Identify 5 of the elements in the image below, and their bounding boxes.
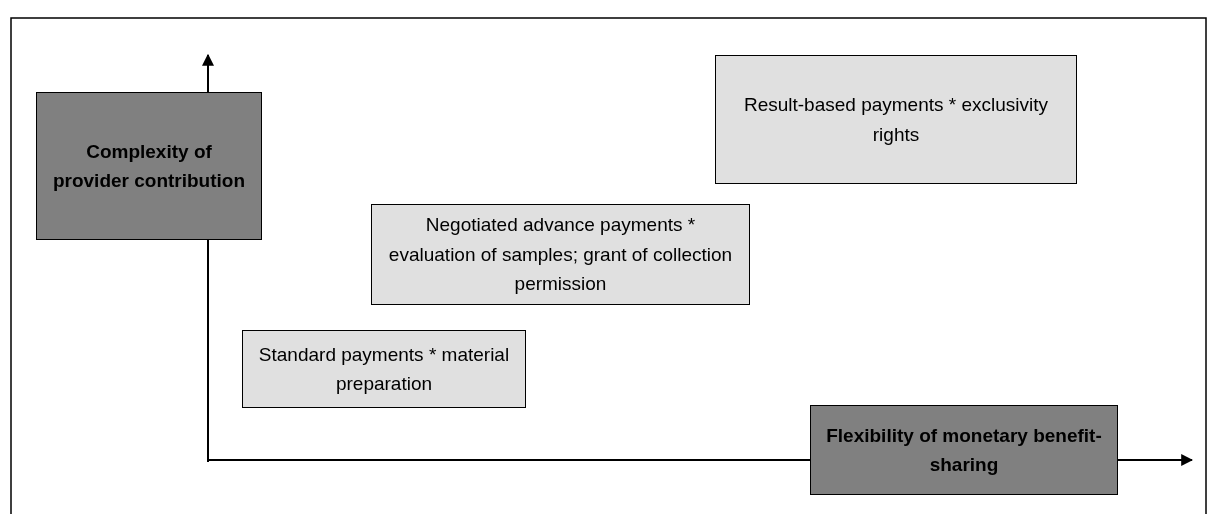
payment-box: Standard payments * material preparation [242, 330, 526, 408]
axis-label-box: Complexity of provider contribution [36, 92, 262, 240]
payment-box: Result-based payments * exclusivity rights [715, 55, 1077, 184]
axis-label-box: Flexibility of monetary benefit-sharing [810, 405, 1118, 495]
payment-box: Negotiated advance payments * evaluation of samples; grant of collection permission [371, 204, 750, 305]
